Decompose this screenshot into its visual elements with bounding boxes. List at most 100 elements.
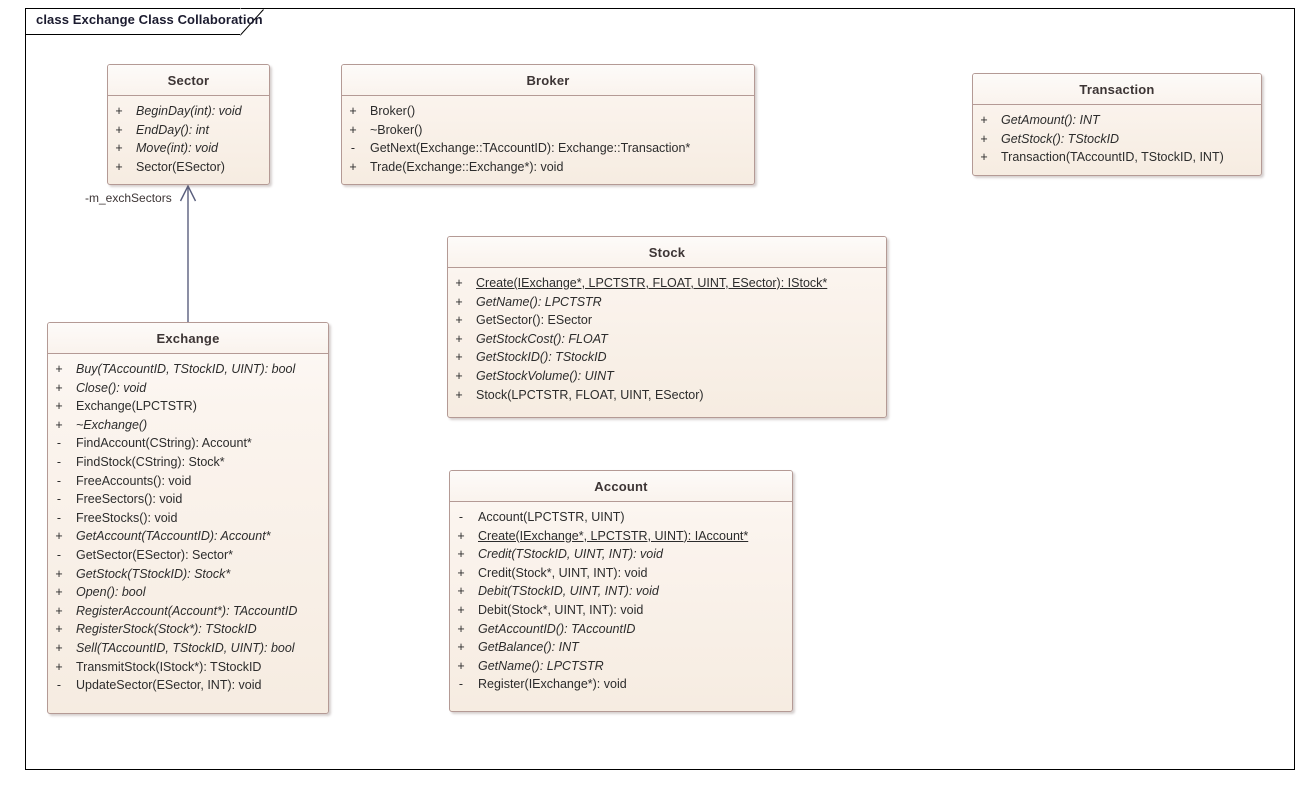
class-member[interactable]: +GetAccount(TAccountID): Account* — [48, 527, 328, 546]
member-signature: Stock(LPCTSTR, FLOAT, UINT, ESector) — [476, 387, 704, 402]
class-box-account[interactable]: Account -Account(LPCTSTR, UINT)+Create(I… — [449, 470, 793, 712]
member-visibility: + — [455, 294, 463, 309]
class-member[interactable]: +RegisterAccount(Account*): TAccountID — [48, 602, 328, 621]
class-box-stock[interactable]: Stock +Create(IExchange*, LPCTSTR, FLOAT… — [447, 236, 887, 418]
member-visibility: - — [56, 678, 62, 693]
class-member[interactable]: +GetStockID(): TStockID — [448, 348, 886, 367]
member-signature: GetStock(): TStockID — [1001, 131, 1120, 146]
class-name-broker: Broker — [342, 65, 754, 96]
member-visibility: - — [458, 677, 464, 692]
member-visibility: + — [55, 566, 63, 581]
class-member[interactable]: -FindStock(CString): Stock* — [48, 453, 328, 472]
class-box-exchange[interactable]: Exchange +Buy(TAccountID, TStockID, UINT… — [47, 322, 329, 714]
class-member[interactable]: +~Broker() — [342, 121, 754, 140]
class-member[interactable]: +Credit(Stock*, UINT, INT): void — [450, 564, 792, 583]
class-name-exchange: Exchange — [48, 323, 328, 354]
member-visibility: - — [56, 436, 62, 451]
member-visibility: + — [457, 621, 465, 636]
member-signature: GetSector(ESector): Sector* — [76, 547, 234, 562]
member-signature: GetAmount(): INT — [1001, 113, 1100, 127]
class-member[interactable]: +Exchange(LPCTSTR) — [48, 397, 328, 416]
member-visibility: + — [349, 104, 357, 118]
class-member[interactable]: -FreeSectors(): void — [48, 490, 328, 509]
class-member[interactable]: + Credit(TStockID, UINT, INT): void — [450, 545, 792, 564]
class-member[interactable]: +Move(int): void — [108, 139, 269, 158]
class-members-broker: +Broker()+~Broker()-GetNext(Exchange::TA… — [342, 96, 754, 184]
member-signature: UpdateSector(ESector, INT): void — [76, 678, 262, 693]
member-signature: Close(): void — [76, 380, 147, 395]
member-signature: GetStockCost(): FLOAT — [476, 331, 608, 346]
class-members-account: -Account(LPCTSTR, UINT)+Create(IExchange… — [450, 502, 792, 702]
member-visibility: + — [457, 547, 465, 562]
class-member[interactable]: -FindAccount(CString): Account* — [48, 434, 328, 453]
class-member[interactable]: -Register(IExchange*): void — [450, 675, 792, 694]
member-visibility: - — [56, 473, 62, 488]
member-signature: Open(): bool — [76, 585, 146, 600]
class-member[interactable]: +Trade(Exchange::Exchange*): void — [342, 158, 754, 177]
class-name-stock: Stock — [448, 237, 886, 268]
member-visibility: + — [455, 276, 463, 290]
member-signature: Trade(Exchange::Exchange*): void — [370, 159, 564, 174]
class-member[interactable]: +GetStock(TStockID): Stock* — [48, 565, 328, 584]
class-member[interactable]: +GetStockVolume(): UINT — [448, 367, 886, 386]
class-member[interactable]: +Open(): bool — [48, 583, 328, 602]
class-member[interactable]: +~Exchange() — [48, 416, 328, 435]
class-name-sector: Sector — [108, 65, 269, 96]
class-member[interactable]: +GetName(): LPCTSTR — [448, 293, 886, 312]
member-visibility: + — [55, 529, 63, 544]
member-signature: Buy(TAccountID, TStockID, UINT): bool — [76, 362, 296, 376]
member-signature: EndDay(): int — [136, 122, 209, 137]
class-member[interactable]: +GetName(): LPCTSTR — [450, 657, 792, 676]
class-member[interactable]: +Stock(LPCTSTR, FLOAT, UINT, ESector) — [448, 386, 886, 405]
class-box-sector[interactable]: Sector +BeginDay(int): void+EndDay(): in… — [107, 64, 270, 186]
class-member[interactable]: +Sector(ESector) — [108, 158, 269, 177]
class-member[interactable]: +Create(IExchange*, LPCTSTR, FLOAT, UINT… — [448, 274, 886, 293]
class-member[interactable]: +TransmitStock(IStock*): TStockID — [48, 658, 328, 677]
class-member[interactable]: -GetNext(Exchange::TAccountID): Exchange… — [342, 139, 754, 158]
member-signature: FindAccount(CString): Account* — [76, 436, 252, 451]
member-signature: GetAccountID(): TAccountID — [478, 621, 636, 636]
class-member[interactable]: +GetBalance(): INT — [450, 638, 792, 657]
member-visibility: + — [455, 331, 463, 346]
class-member[interactable]: + GetStockCost(): FLOAT — [448, 330, 886, 349]
class-member[interactable]: +Debit(Stock*, UINT, INT): void — [450, 601, 792, 620]
class-member[interactable]: +RegisterStock(Stock*): TStockID — [48, 620, 328, 639]
class-box-broker[interactable]: Broker +Broker()+~Broker()-GetNext(Excha… — [341, 64, 755, 186]
class-member[interactable]: +EndDay(): int — [108, 121, 269, 140]
class-member[interactable]: -Account(LPCTSTR, UINT) — [450, 508, 792, 527]
class-member[interactable]: -FreeStocks(): void — [48, 509, 328, 528]
member-visibility: + — [55, 399, 63, 414]
class-member[interactable]: +Broker() — [342, 102, 754, 121]
class-member[interactable]: +Debit(TStockID, UINT, INT): void — [450, 582, 792, 601]
class-member[interactable]: -UpdateSector(ESector, INT): void — [48, 676, 328, 695]
member-visibility: + — [115, 159, 123, 174]
class-member[interactable]: +GetAmount(): INT — [973, 111, 1261, 130]
member-signature: ~Exchange() — [76, 417, 148, 432]
class-member[interactable]: +GetSector(): ESector — [448, 311, 886, 330]
member-visibility: + — [455, 313, 463, 328]
class-members-sector: +BeginDay(int): void+EndDay(): int+Move(… — [108, 96, 269, 184]
member-visibility: + — [55, 622, 63, 637]
class-member[interactable]: +BeginDay(int): void — [108, 102, 269, 121]
member-signature: Credit(TStockID, UINT, INT): void — [478, 547, 663, 562]
member-signature: GetStockID(): TStockID — [476, 350, 607, 365]
member-visibility: - — [56, 492, 62, 507]
class-members-exchange: +Buy(TAccountID, TStockID, UINT): bool+C… — [48, 354, 328, 703]
class-member[interactable]: + Close(): void — [48, 379, 328, 398]
member-signature: ~Broker() — [370, 122, 423, 137]
class-member[interactable]: +Buy(TAccountID, TStockID, UINT): bool — [48, 360, 328, 379]
class-member[interactable]: -GetSector(ESector): Sector* — [48, 546, 328, 565]
class-member[interactable]: + GetAccountID(): TAccountID — [450, 620, 792, 639]
class-member[interactable]: +Transaction(TAccountID, TStockID, INT) — [973, 148, 1261, 167]
member-visibility: + — [55, 380, 63, 395]
class-box-transaction[interactable]: Transaction +GetAmount(): INT+GetStock()… — [972, 73, 1262, 176]
class-name-account: Account — [450, 471, 792, 502]
class-member[interactable]: +GetStock(): TStockID — [973, 130, 1261, 149]
class-member[interactable]: +Sell(TAccountID, TStockID, UINT): bool — [48, 639, 328, 658]
class-member[interactable]: -FreeAccounts(): void — [48, 472, 328, 491]
class-member[interactable]: +Create(IExchange*, LPCTSTR, UINT): IAcc… — [450, 527, 792, 546]
member-signature: GetNext(Exchange::TAccountID): Exchange:… — [370, 141, 691, 156]
member-signature: Create(IExchange*, LPCTSTR, UINT): IAcco… — [478, 528, 749, 543]
member-visibility: + — [455, 368, 463, 383]
diagram-frame — [25, 8, 1295, 770]
